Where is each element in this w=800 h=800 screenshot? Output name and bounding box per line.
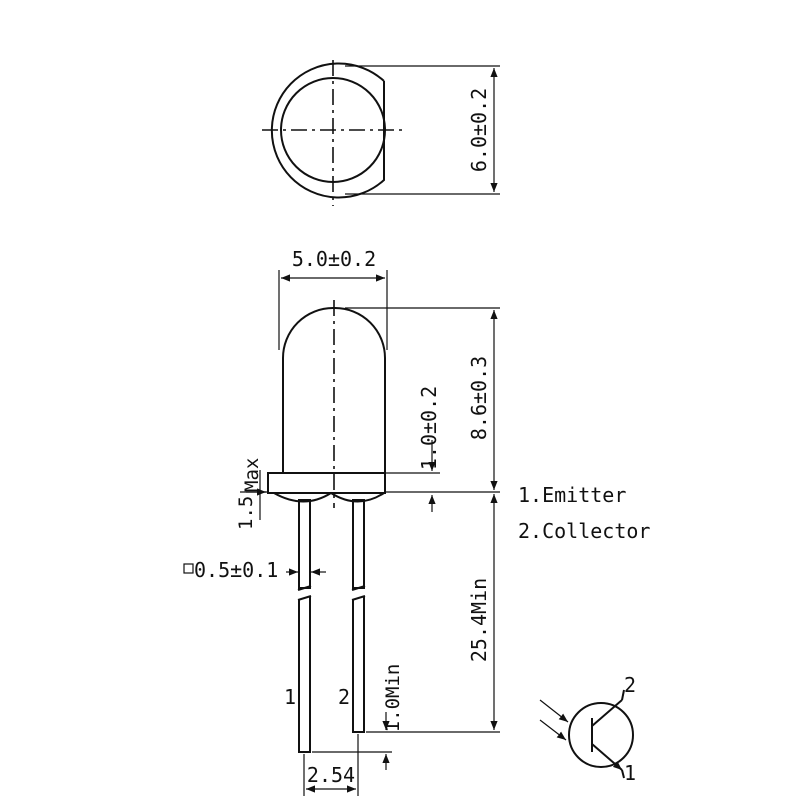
symbol-emitter bbox=[591, 743, 623, 771]
lead-2-lower bbox=[352, 597, 365, 733]
symbol-collector bbox=[591, 699, 623, 727]
side-view-flange bbox=[267, 472, 386, 494]
symbol-circle bbox=[568, 702, 634, 768]
lead-length-label: 25.4Min bbox=[467, 578, 491, 662]
square-icon bbox=[183, 563, 194, 574]
side-view-lead-bumps bbox=[273, 491, 385, 503]
top-view-flange-outline bbox=[270, 62, 385, 199]
flange-height-label: 1.0±0.2 bbox=[417, 386, 441, 470]
lead-2-break-bottom bbox=[351, 595, 366, 601]
symbol-pin-bottom: 1 bbox=[624, 761, 636, 785]
total-height-label: 8.6±0.3 bbox=[467, 356, 491, 440]
symbol-pin-top: 2 bbox=[624, 673, 636, 697]
lead-2-number: 2 bbox=[338, 685, 350, 709]
lead-1 bbox=[297, 499, 312, 753]
legend-pin2: 2.Collector bbox=[518, 519, 650, 543]
flange-overhang-suffix: Max bbox=[241, 458, 263, 492]
lead-2 bbox=[351, 499, 366, 733]
top-view: 6.0±0.2 bbox=[262, 60, 500, 206]
phototransistor-icon: 2 1 bbox=[539, 673, 636, 785]
body-width-label: 5.0±0.2 bbox=[292, 247, 376, 271]
pin-legend: 1.Emitter 2.Collector bbox=[518, 483, 650, 543]
side-view: 1 2 5.0±0.2 8.6±0.3 1.0±0.2 1.5 Max 0.5±… bbox=[183, 247, 500, 796]
lead-size-label: 0.5±0.1 bbox=[194, 558, 278, 582]
lead-1-lower bbox=[298, 597, 311, 753]
lead-2-break-top bbox=[351, 585, 366, 591]
lead-2-upper bbox=[352, 499, 365, 589]
lead-1-upper bbox=[298, 499, 311, 589]
legend-pin1: 1.Emitter bbox=[518, 483, 626, 507]
top-diameter-label: 6.0±0.2 bbox=[467, 88, 491, 172]
lead-1-break-bottom bbox=[297, 595, 312, 601]
lead-1-break-top bbox=[297, 585, 312, 591]
symbol-emitter-lead bbox=[621, 769, 625, 779]
lead-1-number: 1 bbox=[284, 685, 296, 709]
pitch-label: 2.54 bbox=[307, 763, 355, 787]
lead-end-label: 1.0Min bbox=[382, 664, 404, 733]
flange-overhang-label: 1.5 bbox=[235, 496, 257, 530]
light-arrow-1 bbox=[539, 699, 569, 723]
light-arrow-2 bbox=[539, 719, 567, 741]
symbol-collector-lead bbox=[621, 689, 625, 701]
